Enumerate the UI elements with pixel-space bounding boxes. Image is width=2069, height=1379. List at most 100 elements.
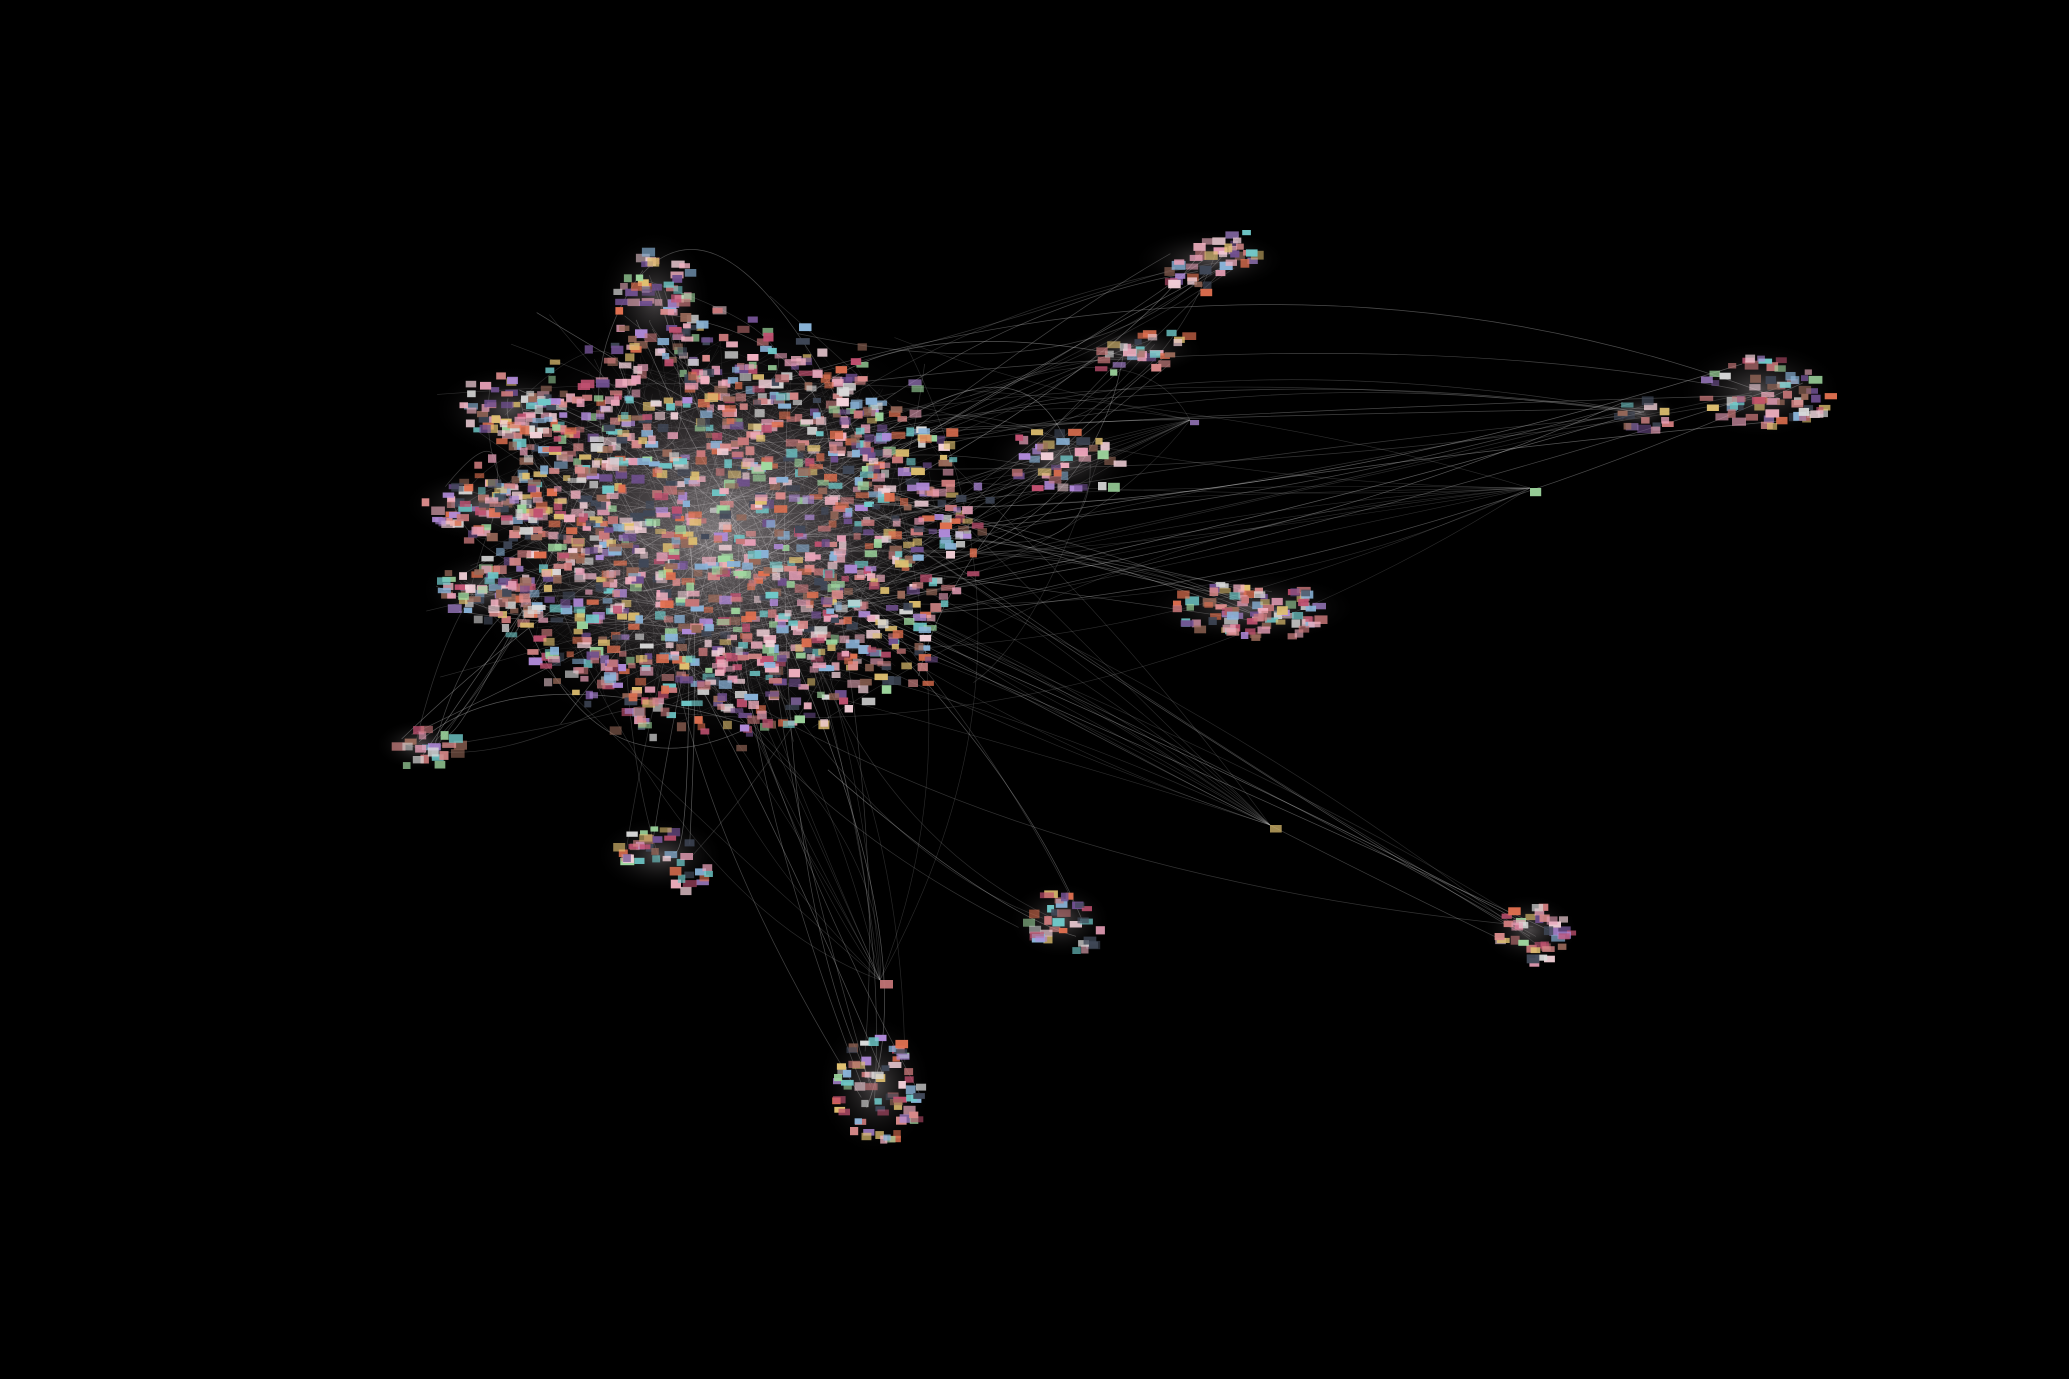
thumbnail-node (795, 644, 804, 652)
thumbnail-node (474, 473, 485, 479)
thumbnail-node (753, 399, 762, 406)
thumbnail-node (1777, 399, 1785, 406)
thumbnail-node (854, 634, 865, 643)
thumbnail-node (764, 663, 779, 673)
thumbnail-node (517, 504, 527, 514)
cluster-southwest (613, 826, 713, 896)
thumbnail-node (879, 462, 891, 468)
thumbnail-node (891, 496, 901, 502)
thumbnail-node (868, 1037, 879, 1046)
thumbnail-node (845, 639, 860, 649)
thumbnail-node (1104, 456, 1116, 465)
thumbnail-node (831, 671, 841, 678)
thumbnail-node (701, 368, 715, 377)
thumbnail-node (891, 431, 906, 439)
thumbnail-node (813, 412, 821, 419)
thumbnail-node (1790, 376, 1800, 384)
thumbnail-node (662, 353, 670, 360)
thumbnail-node (1518, 939, 1529, 946)
thumbnail-node (871, 1071, 884, 1079)
thumbnail-node (1075, 902, 1085, 908)
thumbnail-node (635, 527, 647, 533)
thumbnail-node (542, 428, 552, 437)
thumbnail-node (1037, 442, 1048, 452)
thumbnail-node (609, 579, 618, 588)
thumbnail-node (1147, 334, 1158, 341)
thumbnail-node (874, 1098, 882, 1105)
thumbnail-node (684, 382, 699, 390)
thumbnail-node (804, 514, 815, 521)
thumbnail-node (717, 659, 729, 667)
thumbnail-node (658, 463, 673, 469)
thumbnail-node (483, 616, 493, 625)
thumbnail-node (928, 528, 937, 534)
thumbnail-node (759, 594, 770, 601)
thumbnail-node (1186, 604, 1194, 611)
thumbnail-node (631, 687, 642, 694)
thumbnail-node (703, 606, 714, 613)
thumbnail-node (1291, 619, 1301, 628)
thumbnail-node (918, 438, 926, 448)
thumbnail-node (1558, 926, 1571, 933)
thumbnail-node (526, 498, 535, 505)
thumbnail-node (872, 473, 885, 482)
thumbnail-node (585, 467, 598, 476)
thumbnail-node (631, 474, 645, 484)
thumbnail-node (575, 568, 585, 575)
thumbnail-node (697, 723, 706, 731)
thumbnail-node (737, 466, 746, 472)
thumbnail-node (797, 599, 811, 606)
hub-node (1190, 420, 1200, 426)
thumbnail-node (541, 629, 553, 637)
thumbnail-node (1164, 352, 1176, 358)
thumbnail-node (573, 538, 584, 544)
thumbnail-node (1301, 589, 1310, 597)
thumbnail-node (784, 609, 792, 617)
thumbnail-node (788, 620, 800, 626)
cluster-north-spur (1164, 230, 1264, 297)
thumbnail-node (1775, 357, 1787, 364)
thumbnail-node (605, 396, 619, 405)
thumbnail-node (941, 514, 952, 524)
thumbnail-node (909, 601, 921, 608)
thumbnail-node (903, 541, 915, 549)
thumbnail-node (662, 855, 671, 862)
thumbnail-node (528, 393, 537, 402)
thumbnail-node (673, 489, 685, 495)
thumbnail-node (922, 515, 935, 522)
thumbnail-node (668, 654, 679, 661)
thumbnail-node (655, 611, 666, 620)
thumbnail-node (538, 617, 549, 623)
thumbnail-node (814, 541, 822, 547)
thumbnail-node (1011, 469, 1023, 477)
thumbnail-node (1719, 372, 1731, 380)
thumbnail-node (797, 467, 811, 477)
thumbnail-node (1204, 602, 1213, 608)
thumbnail-node (735, 381, 743, 390)
thumbnail-node (1240, 259, 1250, 268)
thumbnail-node (718, 680, 732, 689)
thumbnail-node (628, 457, 639, 466)
thumbnail-node (785, 439, 800, 447)
thumbnail-node (796, 443, 805, 451)
thumbnail-node (628, 693, 638, 702)
thumbnail-node (679, 561, 688, 570)
thumbnail-node (904, 555, 916, 564)
thumbnail-node (724, 351, 739, 359)
thumbnail-node (688, 511, 702, 518)
thumbnail-node (533, 508, 543, 518)
thumbnail-node (1029, 909, 1040, 919)
thumbnail-node (762, 327, 774, 336)
thumbnail-node (922, 462, 932, 469)
thumbnail-node (484, 399, 497, 408)
thumbnail-node (867, 573, 876, 581)
thumbnail-node (1187, 277, 1197, 285)
thumbnail-node (612, 682, 623, 688)
thumbnail-node (918, 428, 930, 436)
thumbnail-node (745, 363, 755, 371)
thumbnail-node (563, 514, 576, 523)
thumbnail-node (1727, 409, 1736, 418)
thumbnail-node (913, 613, 927, 621)
thumbnail-node (531, 444, 539, 452)
thumbnail-node (718, 380, 726, 388)
